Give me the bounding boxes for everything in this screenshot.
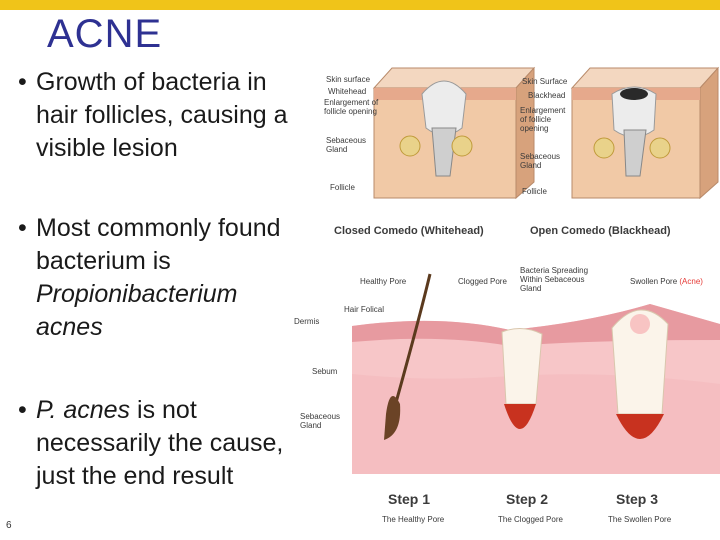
step-2-caption: The Clogged Pore bbox=[498, 515, 563, 524]
label-sebaceous-gland-bottom-wrap: Sebaceous Gland bbox=[300, 412, 341, 430]
label-acne: (Acne) bbox=[679, 277, 703, 286]
label-follicle-right: Follicle bbox=[522, 187, 547, 196]
label-sebaceous-gland: Sebaceous Gland bbox=[326, 136, 367, 154]
label-follicle-opening-right: Enlargement of follicle opening bbox=[520, 106, 566, 133]
label-hair-follicle: Hair Folical bbox=[344, 305, 384, 314]
label-follicle-opening: Enlargement of follicle opening bbox=[324, 98, 379, 116]
bullet-text: Growth of bacteria in hair follicles, ca… bbox=[18, 66, 308, 165]
label-blackhead: Blackhead bbox=[528, 91, 565, 100]
label-bacteria-spreading: Bacteria Spreading Within Sebaceous Glan… bbox=[520, 266, 589, 293]
label-dermis: Dermis bbox=[294, 317, 319, 326]
caption-closed-comedo: Closed Comedo (Whitehead) bbox=[334, 225, 484, 237]
acne-stages-diagram: Healthy Pore Clogged Pore Bacteria Sprea… bbox=[294, 266, 720, 524]
label-sebaceous-gland-right-wrap: Sebaceous Gland bbox=[520, 152, 561, 170]
label-sebaceous-gland-right: Sebaceous Gland bbox=[520, 152, 561, 170]
slide-title: ACNE bbox=[47, 12, 163, 56]
bullet-item: • Growth of bacteria in hair follicles, … bbox=[18, 66, 308, 165]
label-skin-surface: Skin surface bbox=[326, 75, 371, 84]
label-follicle-opening-wrap: Enlargement of follicle opening bbox=[324, 98, 379, 116]
label-healthy-pore: Healthy Pore bbox=[360, 277, 407, 286]
label-follicle: Follicle bbox=[330, 183, 355, 192]
bullet-text: P. acnes is not necessarily the cause, j… bbox=[18, 394, 308, 493]
step-2-label: Step 2 bbox=[506, 491, 548, 507]
label-clogged-pore: Clogged Pore bbox=[458, 277, 507, 286]
label-whitehead: Whitehead bbox=[328, 87, 366, 96]
skin-cross-section bbox=[352, 273, 720, 474]
label-sebaceous-gland-bottom: Sebaceous Gland bbox=[300, 412, 341, 430]
label-bacteria-spreading-wrap: Bacteria Spreading Within Sebaceous Glan… bbox=[520, 266, 589, 293]
blackhead-skin-block bbox=[570, 66, 720, 200]
comedo-diagram: Skin surface Whitehead Enlargement of fo… bbox=[324, 66, 720, 237]
top-accent-bar bbox=[0, 0, 720, 10]
step-1-label: Step 1 bbox=[388, 491, 430, 507]
bullet-dot: • bbox=[18, 214, 27, 242]
caption-open-comedo: Open Comedo (Blackhead) bbox=[530, 225, 671, 237]
label-sebaceous-gland-wrap: Sebaceous Gland bbox=[326, 136, 367, 154]
bullet-text-part: Growth of bacteria in hair follicles, ca… bbox=[36, 68, 288, 162]
bullet-text-part: Most commonly found bacterium is bbox=[36, 214, 281, 275]
step-1-caption: The Healthy Pore bbox=[382, 515, 445, 524]
bullet-text-part: is not necessarily the cause, just the e… bbox=[36, 396, 284, 490]
page-number: 6 bbox=[6, 520, 12, 531]
label-skin-surface-right: Skin Surface bbox=[522, 77, 568, 86]
label-swollen-pore-text: Swollen Pore bbox=[630, 277, 678, 286]
bullet-item: • Most commonly found bacterium is Propi… bbox=[18, 212, 308, 344]
step-3-caption: The Swollen Pore bbox=[608, 515, 672, 524]
label-sebum: Sebum bbox=[312, 367, 338, 376]
bullet-text: Most commonly found bacterium is Propion… bbox=[18, 212, 308, 344]
whitehead-skin-block bbox=[372, 66, 536, 200]
step-3-label: Step 3 bbox=[616, 491, 658, 507]
bullet-item: • P. acnes is not necessarily the cause,… bbox=[18, 394, 308, 493]
bullet-text-italic: P. acnes bbox=[36, 396, 131, 424]
label-follicle-opening-right-wrap: Enlargement of follicle opening bbox=[520, 106, 566, 133]
label-swollen-pore: Swollen Pore (Acne) bbox=[630, 277, 703, 286]
bullet-dot: • bbox=[18, 396, 27, 424]
bullet-text-italic: Propionibacterium acnes bbox=[36, 280, 238, 341]
bullet-dot: • bbox=[18, 68, 27, 96]
